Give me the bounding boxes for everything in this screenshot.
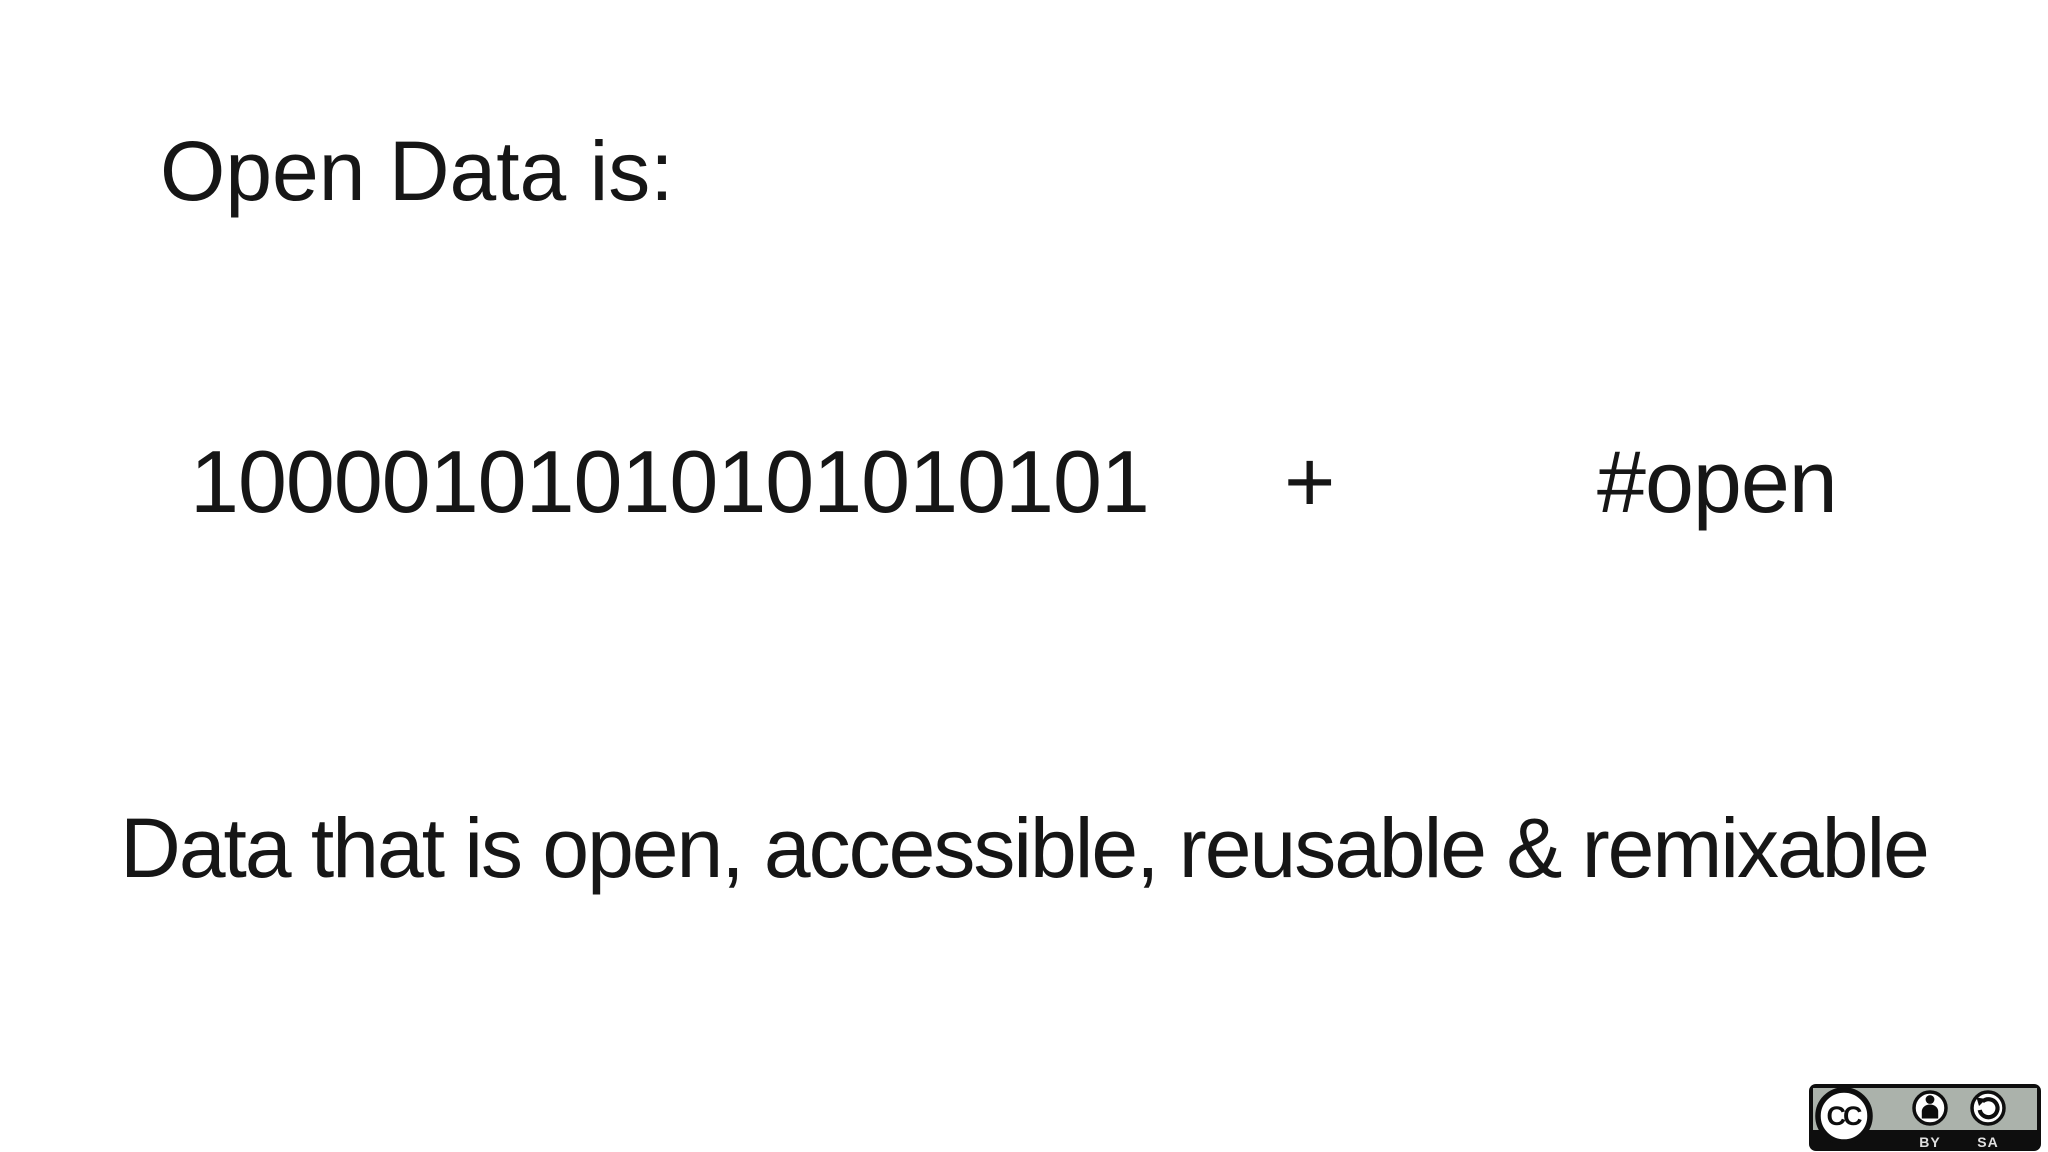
by-label: BY bbox=[1919, 1134, 1940, 1150]
definition-text: Data that is open, accessible, reusable … bbox=[120, 801, 1930, 895]
binary-number-text: 10000101010101010101 bbox=[190, 432, 1150, 531]
cc-logo-label: CC bbox=[1827, 1101, 1862, 1131]
cc-logo-icon: CC bbox=[1815, 1087, 1873, 1145]
share-alike-sa-icon bbox=[1970, 1090, 2006, 1126]
hashtag-open-text: #open bbox=[1597, 432, 1838, 531]
cc-by-sa-license-badge[interactable]: CC BY SA bbox=[1808, 1083, 2042, 1152]
plus-operator-text: + bbox=[1284, 432, 1336, 531]
slide-title: Open Data is: bbox=[160, 124, 674, 218]
attribution-by-icon bbox=[1912, 1090, 1948, 1126]
sa-label: SA bbox=[1977, 1134, 1998, 1150]
